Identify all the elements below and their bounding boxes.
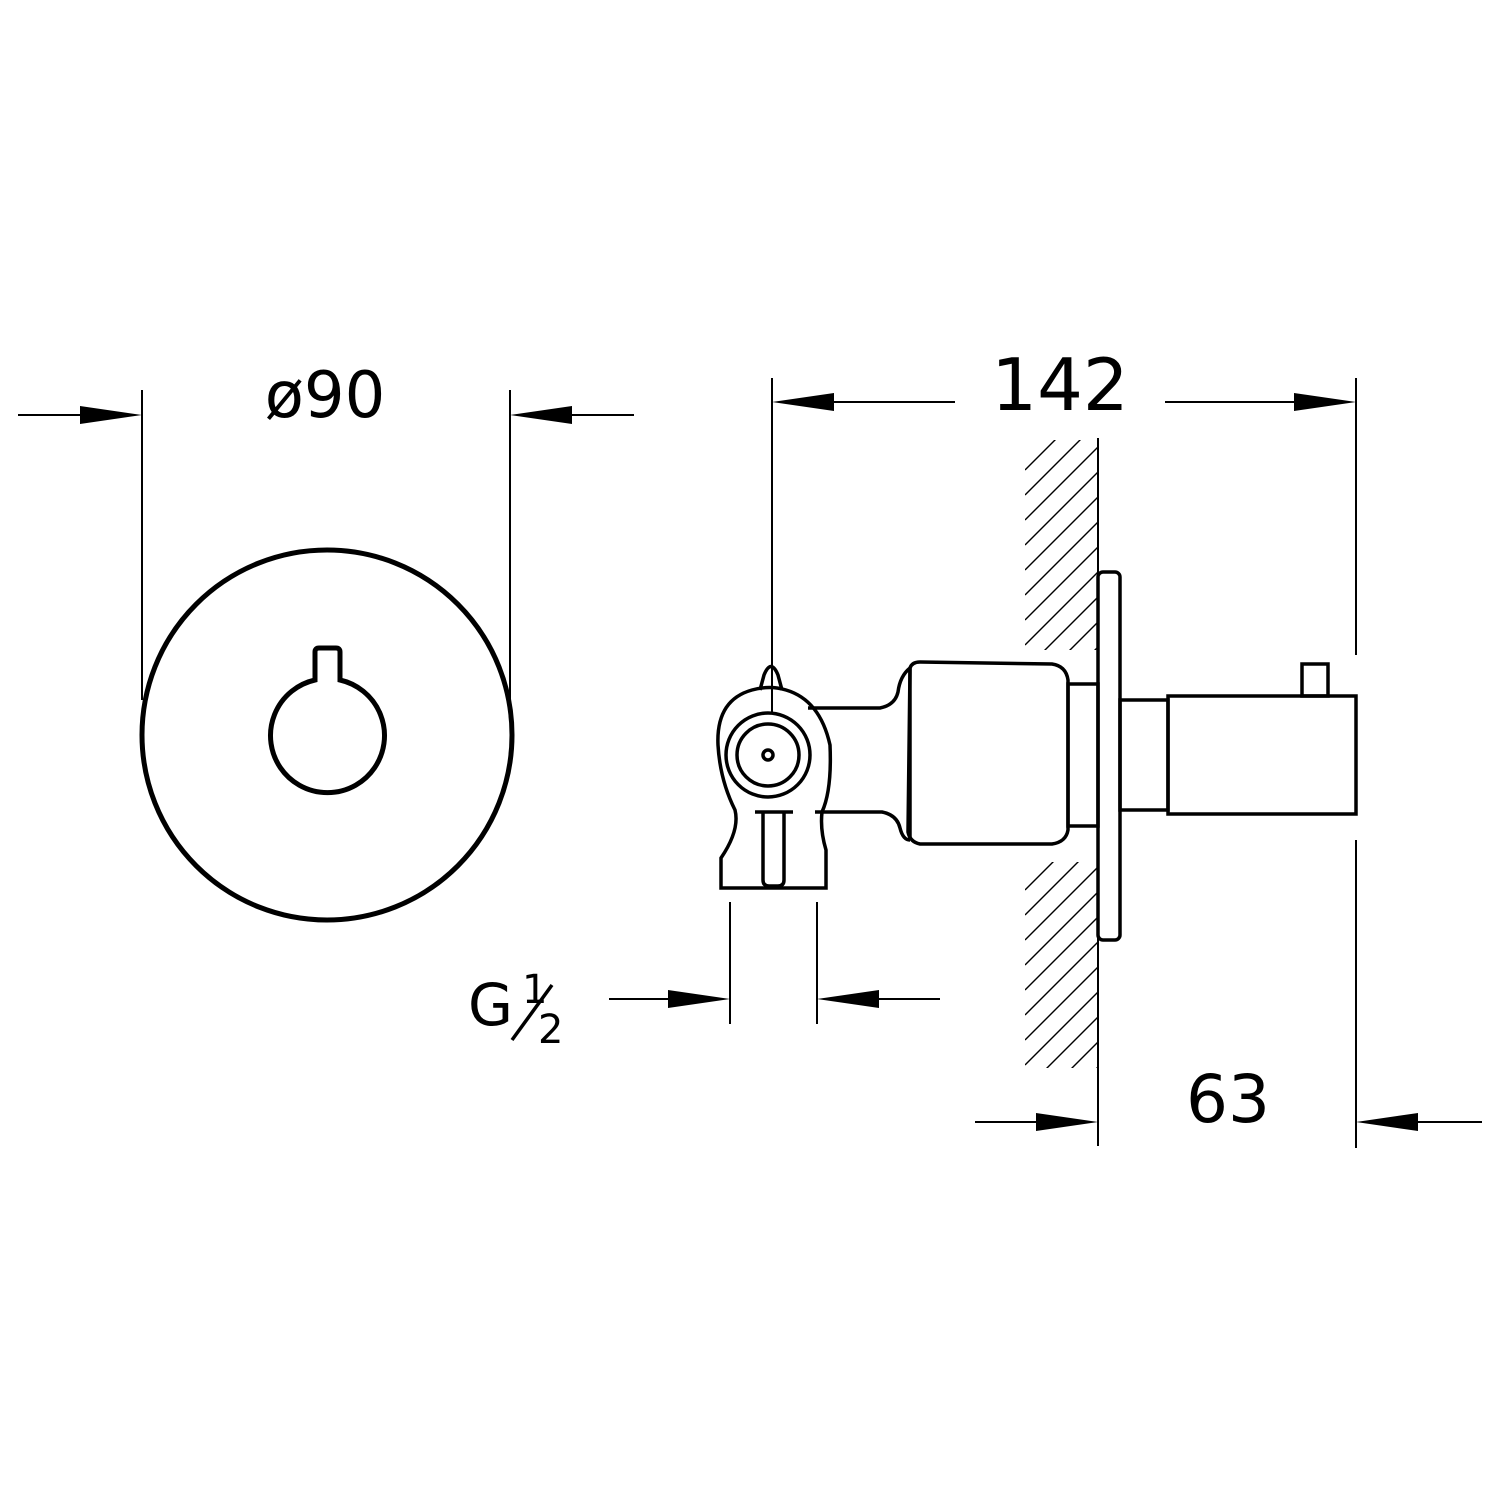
- inlet-slot: [761, 812, 786, 888]
- diameter-label: ø90: [265, 359, 386, 433]
- cover-plate-edge: [1096, 570, 1122, 942]
- handle-sleeve: [1118, 698, 1170, 812]
- inlet-center-dot: [761, 748, 775, 762]
- arrow-left: [80, 406, 142, 424]
- main-cylinder-outline: [906, 660, 1070, 846]
- handle: [1118, 662, 1358, 816]
- handle-body: [1166, 694, 1358, 816]
- arrow-left: [668, 990, 730, 1008]
- depth-label-142: 142: [991, 343, 1128, 427]
- thread-fraction-bar: [510, 983, 554, 1042]
- arrow-right: [817, 990, 879, 1008]
- valve-body: [716, 660, 1100, 890]
- inlet-ring-outer: [724, 711, 812, 799]
- arrow-right: [510, 406, 572, 424]
- diameter-dimension: ø90: [18, 359, 634, 700]
- arrow-left: [772, 393, 834, 411]
- valve-neck-outline: [808, 666, 912, 710]
- cover-plate-circle: [139, 547, 515, 923]
- handle-opening-outline: [268, 645, 387, 796]
- thread-label-denominator: 2: [538, 1007, 563, 1053]
- depth-dimension-63: 63: [975, 840, 1482, 1148]
- wall-hatch-bottom: [1025, 862, 1098, 1068]
- wall-section-hatch: [1025, 438, 1099, 1146]
- inlet-top-tab: [758, 664, 784, 691]
- thread-label-numerator: 1: [522, 967, 547, 1013]
- handle-pin: [1300, 662, 1330, 698]
- body-collar: [1066, 682, 1100, 828]
- front-view: ø90: [18, 359, 634, 923]
- side-view: 142: [468, 343, 1482, 1148]
- thread-label-prefix: G: [468, 971, 513, 1039]
- depth-label-63: 63: [1186, 1061, 1270, 1138]
- inlet-ring-inner: [735, 722, 801, 788]
- arrow-right: [1356, 1113, 1418, 1131]
- arrow-right: [1294, 393, 1356, 411]
- wall-hatch-top: [1025, 440, 1098, 650]
- valve-arm-outline: [815, 810, 911, 842]
- arrow-left: [1036, 1113, 1098, 1131]
- depth-dimension-142: 142: [771, 343, 1357, 712]
- inlet-fitting-outline: [716, 685, 833, 890]
- thread-dimension: G 1 2: [468, 902, 940, 1053]
